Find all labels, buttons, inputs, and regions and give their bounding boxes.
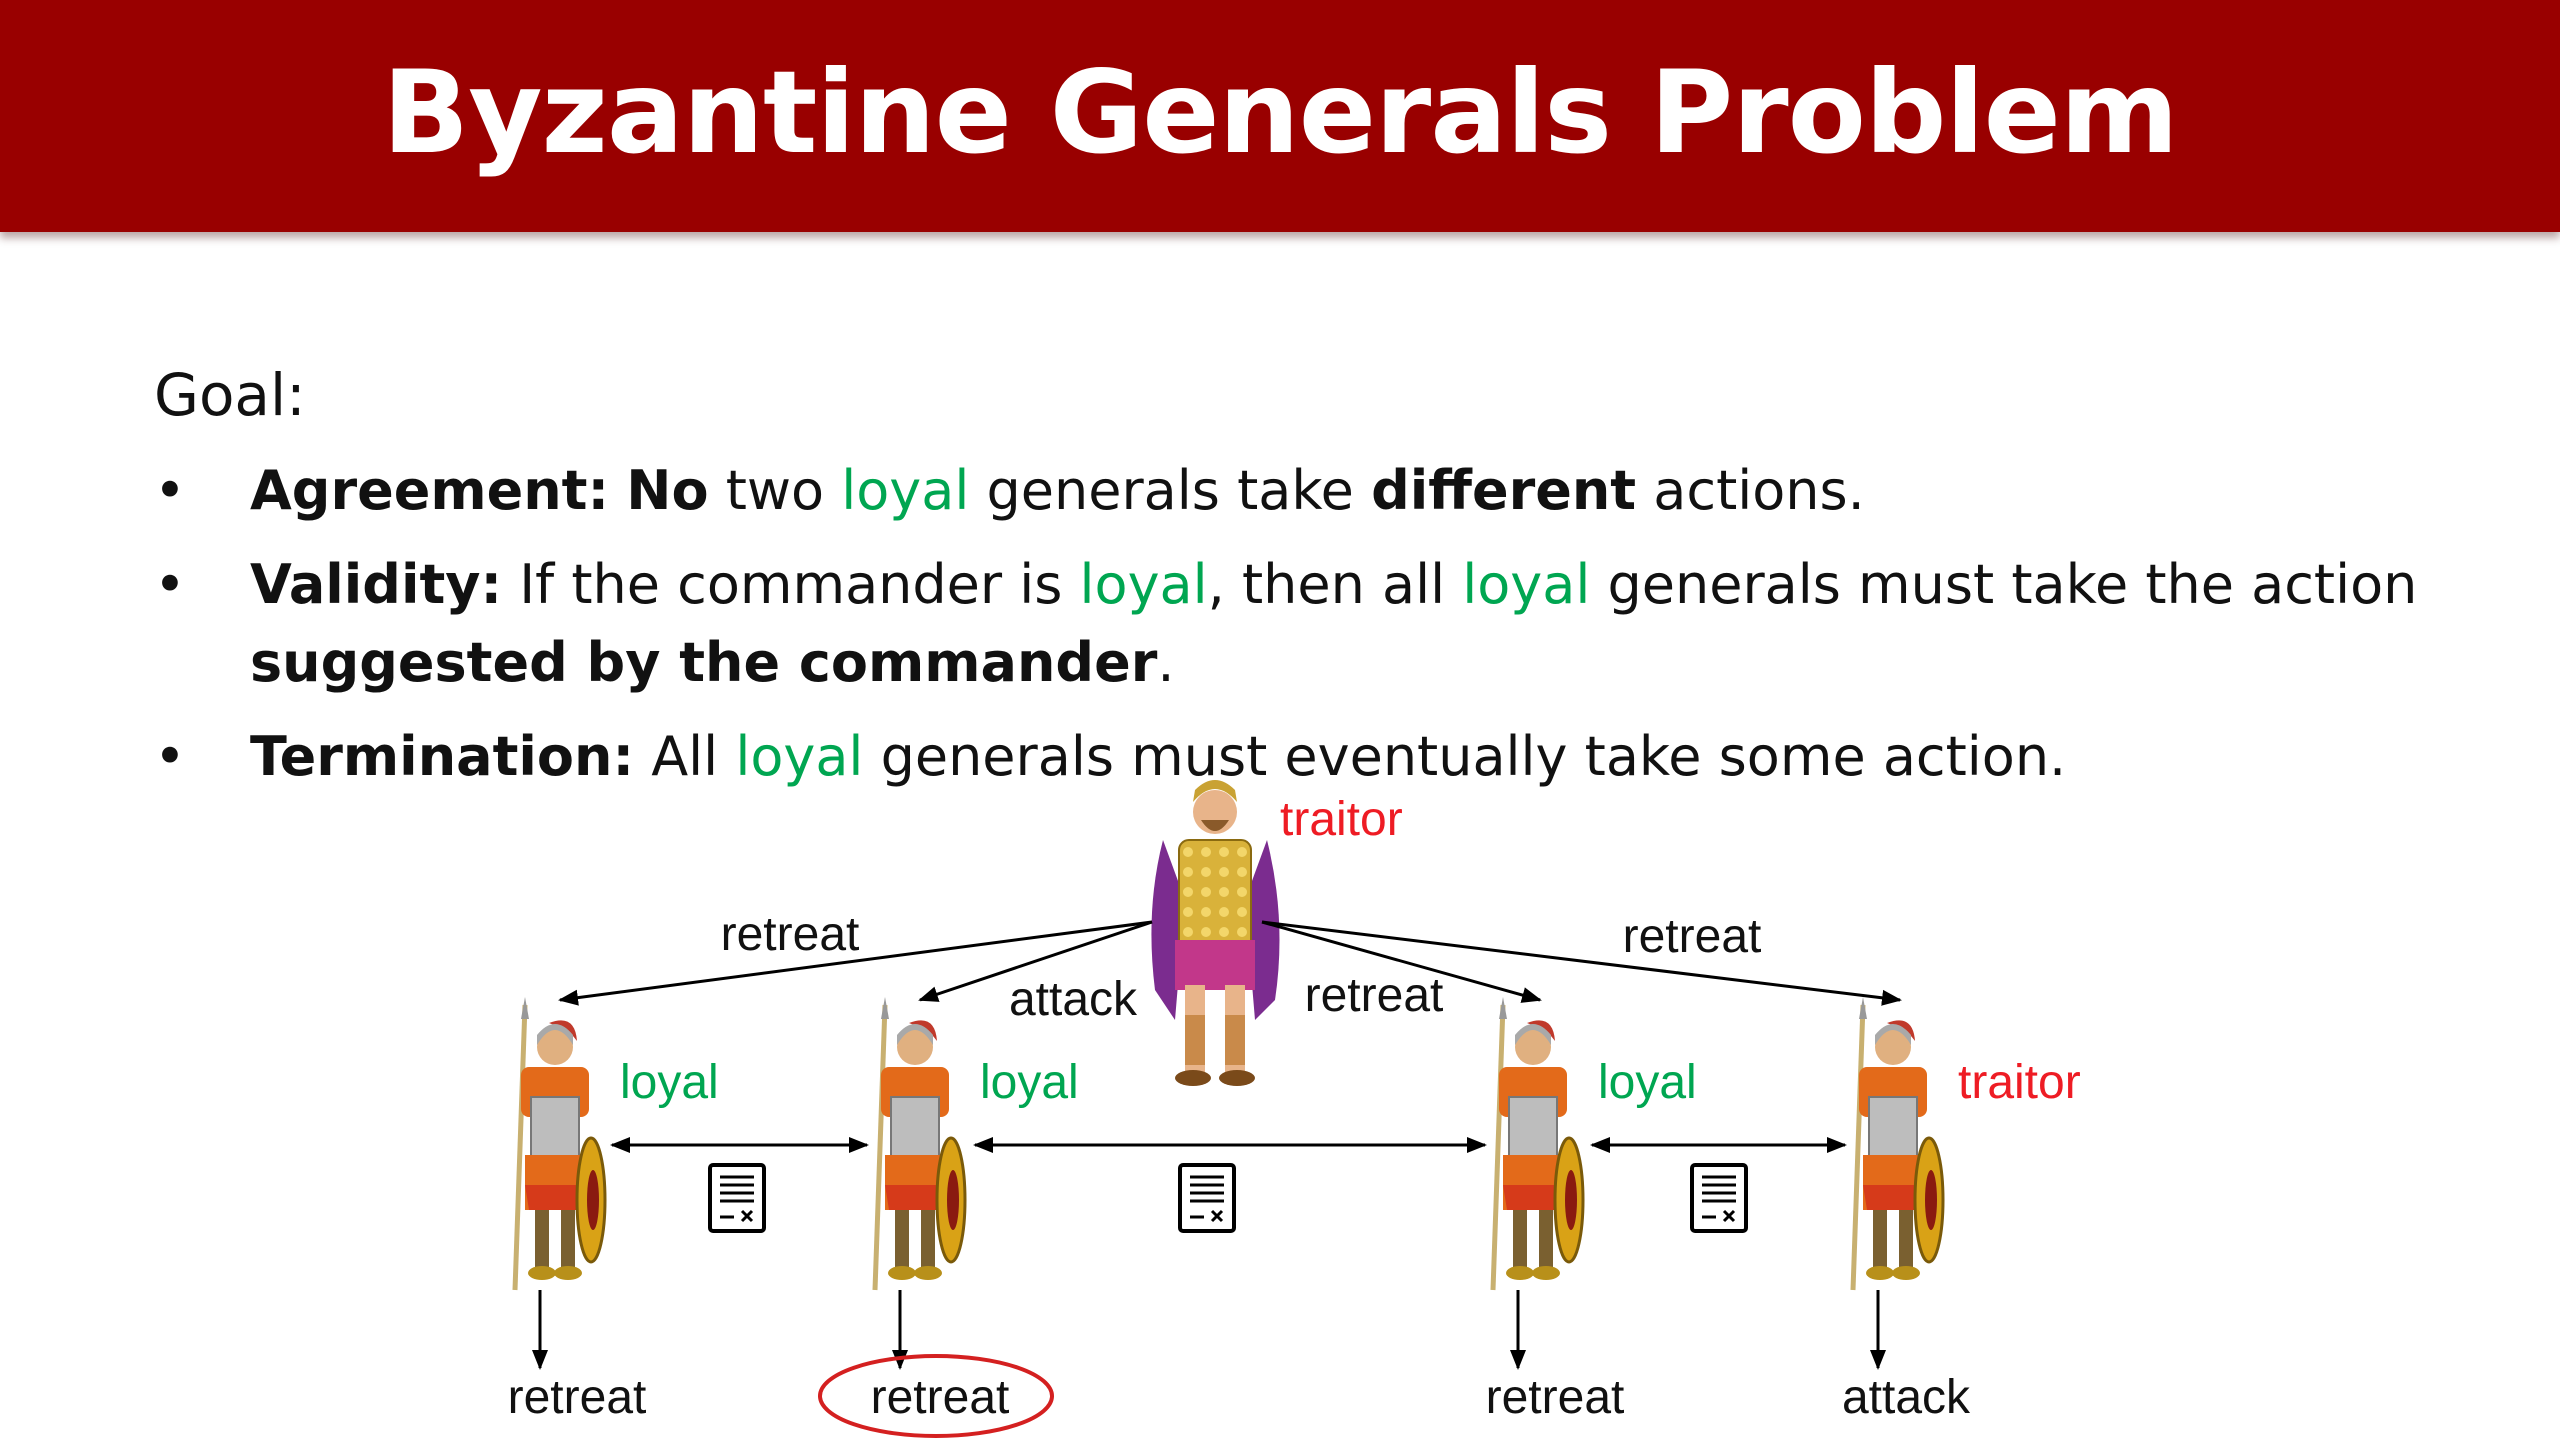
bullet-text: , then all <box>1207 553 1463 616</box>
bullet-text: two <box>708 459 842 522</box>
goal-bullet: • Termination: All loyal generals must ev… <box>150 718 2500 796</box>
bullet-text: different <box>1371 459 1637 522</box>
loyal-keyword: loyal <box>735 725 864 788</box>
bullet-marker: • <box>154 725 186 788</box>
general-action-label: attack <box>1842 1371 1971 1424</box>
loyal-keyword: loyal <box>841 459 970 522</box>
loyal-keyword: loyal <box>1079 553 1208 616</box>
commander-figure <box>1151 780 1280 1086</box>
goal-bullet: • Agreement: No two loyal generals take d… <box>150 452 2500 530</box>
bullet-text <box>609 459 626 522</box>
slide-title: Byzantine Generals Problem <box>382 45 2178 179</box>
bullet-marker: • <box>154 553 186 616</box>
goal-label: Goal: <box>154 361 306 429</box>
soldier-figure <box>1490 997 1585 1291</box>
bullet-text: suggested by the commander <box>250 631 1158 694</box>
general-action-label: retreat <box>1486 1371 1625 1424</box>
bullet-text: If the commander is <box>502 553 1080 616</box>
message-document-icon <box>708 1163 766 1233</box>
order-arrow <box>918 920 1153 1002</box>
bullet-text: All <box>634 725 736 788</box>
bullet-text: No <box>626 459 709 522</box>
order-arrow <box>1261 920 1542 1003</box>
soldier-figure <box>512 997 607 1291</box>
soldier-figure <box>872 997 967 1291</box>
bullet-text: generals must take the action <box>1590 553 2418 616</box>
general-action-label: retreat <box>871 1371 1010 1424</box>
bullet-term: Termination: <box>250 725 635 788</box>
bullet-text: generals must eventually take some actio… <box>863 725 2067 788</box>
message-document-icon <box>1690 1163 1748 1233</box>
bullet-text: actions. <box>1636 459 1865 522</box>
order-label: retreat <box>1623 910 1762 963</box>
general-role-label: traitor <box>1958 1056 2081 1109</box>
message-document-icon <box>1178 1163 1236 1233</box>
order-label: retreat <box>1305 969 1444 1022</box>
highlight-ring <box>818 1354 1054 1438</box>
bullet-term: Validity: <box>250 553 503 616</box>
general-action-label: retreat <box>508 1371 647 1424</box>
bullet-marker: • <box>154 459 186 522</box>
order-label: attack <box>1009 973 1138 1026</box>
goal-bullet-list: • Agreement: No two loyal generals take d… <box>150 452 2500 812</box>
soldier-figure <box>1850 997 1945 1291</box>
order-label: retreat <box>721 908 860 961</box>
general-role-label: loyal <box>620 1056 719 1109</box>
general-role-label: loyal <box>1598 1056 1697 1109</box>
bullet-text: generals take <box>969 459 1372 522</box>
bullet-term: Agreement: <box>250 459 610 522</box>
order-arrow <box>1261 920 1902 1006</box>
bullet-text: . <box>1157 631 1175 694</box>
loyal-keyword: loyal <box>1462 553 1591 616</box>
general-role-label: loyal <box>980 1056 1079 1109</box>
order-arrow <box>558 920 1153 1006</box>
title-bar: Byzantine Generals Problem <box>0 0 2560 232</box>
goal-bullet: • Validity: If the commander is loyal, th… <box>150 546 2500 702</box>
